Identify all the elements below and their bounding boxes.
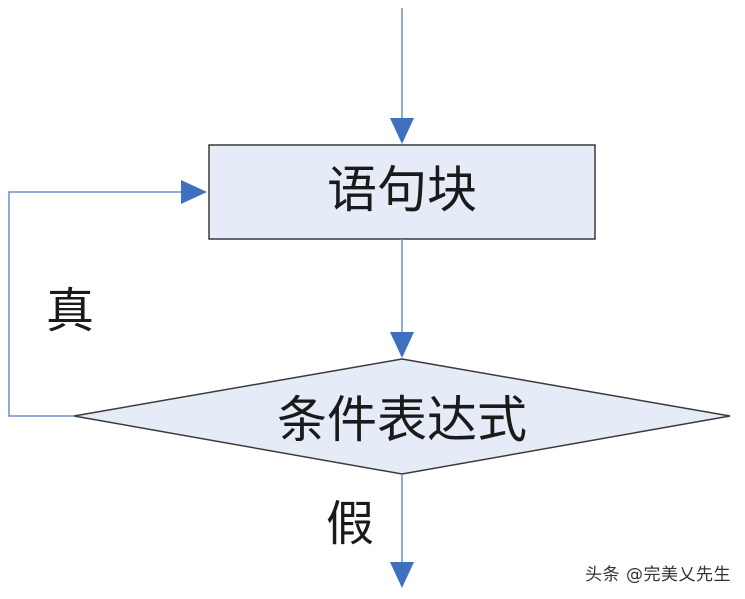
statement-block-label: 语句块: [327, 161, 477, 219]
true-loop-connector: [8, 191, 182, 417]
true-label: 真: [46, 283, 94, 339]
false-exit-arrowhead: [390, 562, 414, 588]
block-to-condition-arrowhead: [390, 332, 414, 358]
watermark: 头条 @完美乂先生: [585, 565, 731, 585]
condition-label: 条件表达式: [277, 391, 527, 449]
entry-arrowhead: [390, 118, 414, 144]
false-label: 假: [326, 496, 374, 552]
true-loop-arrowhead: [181, 180, 207, 204]
